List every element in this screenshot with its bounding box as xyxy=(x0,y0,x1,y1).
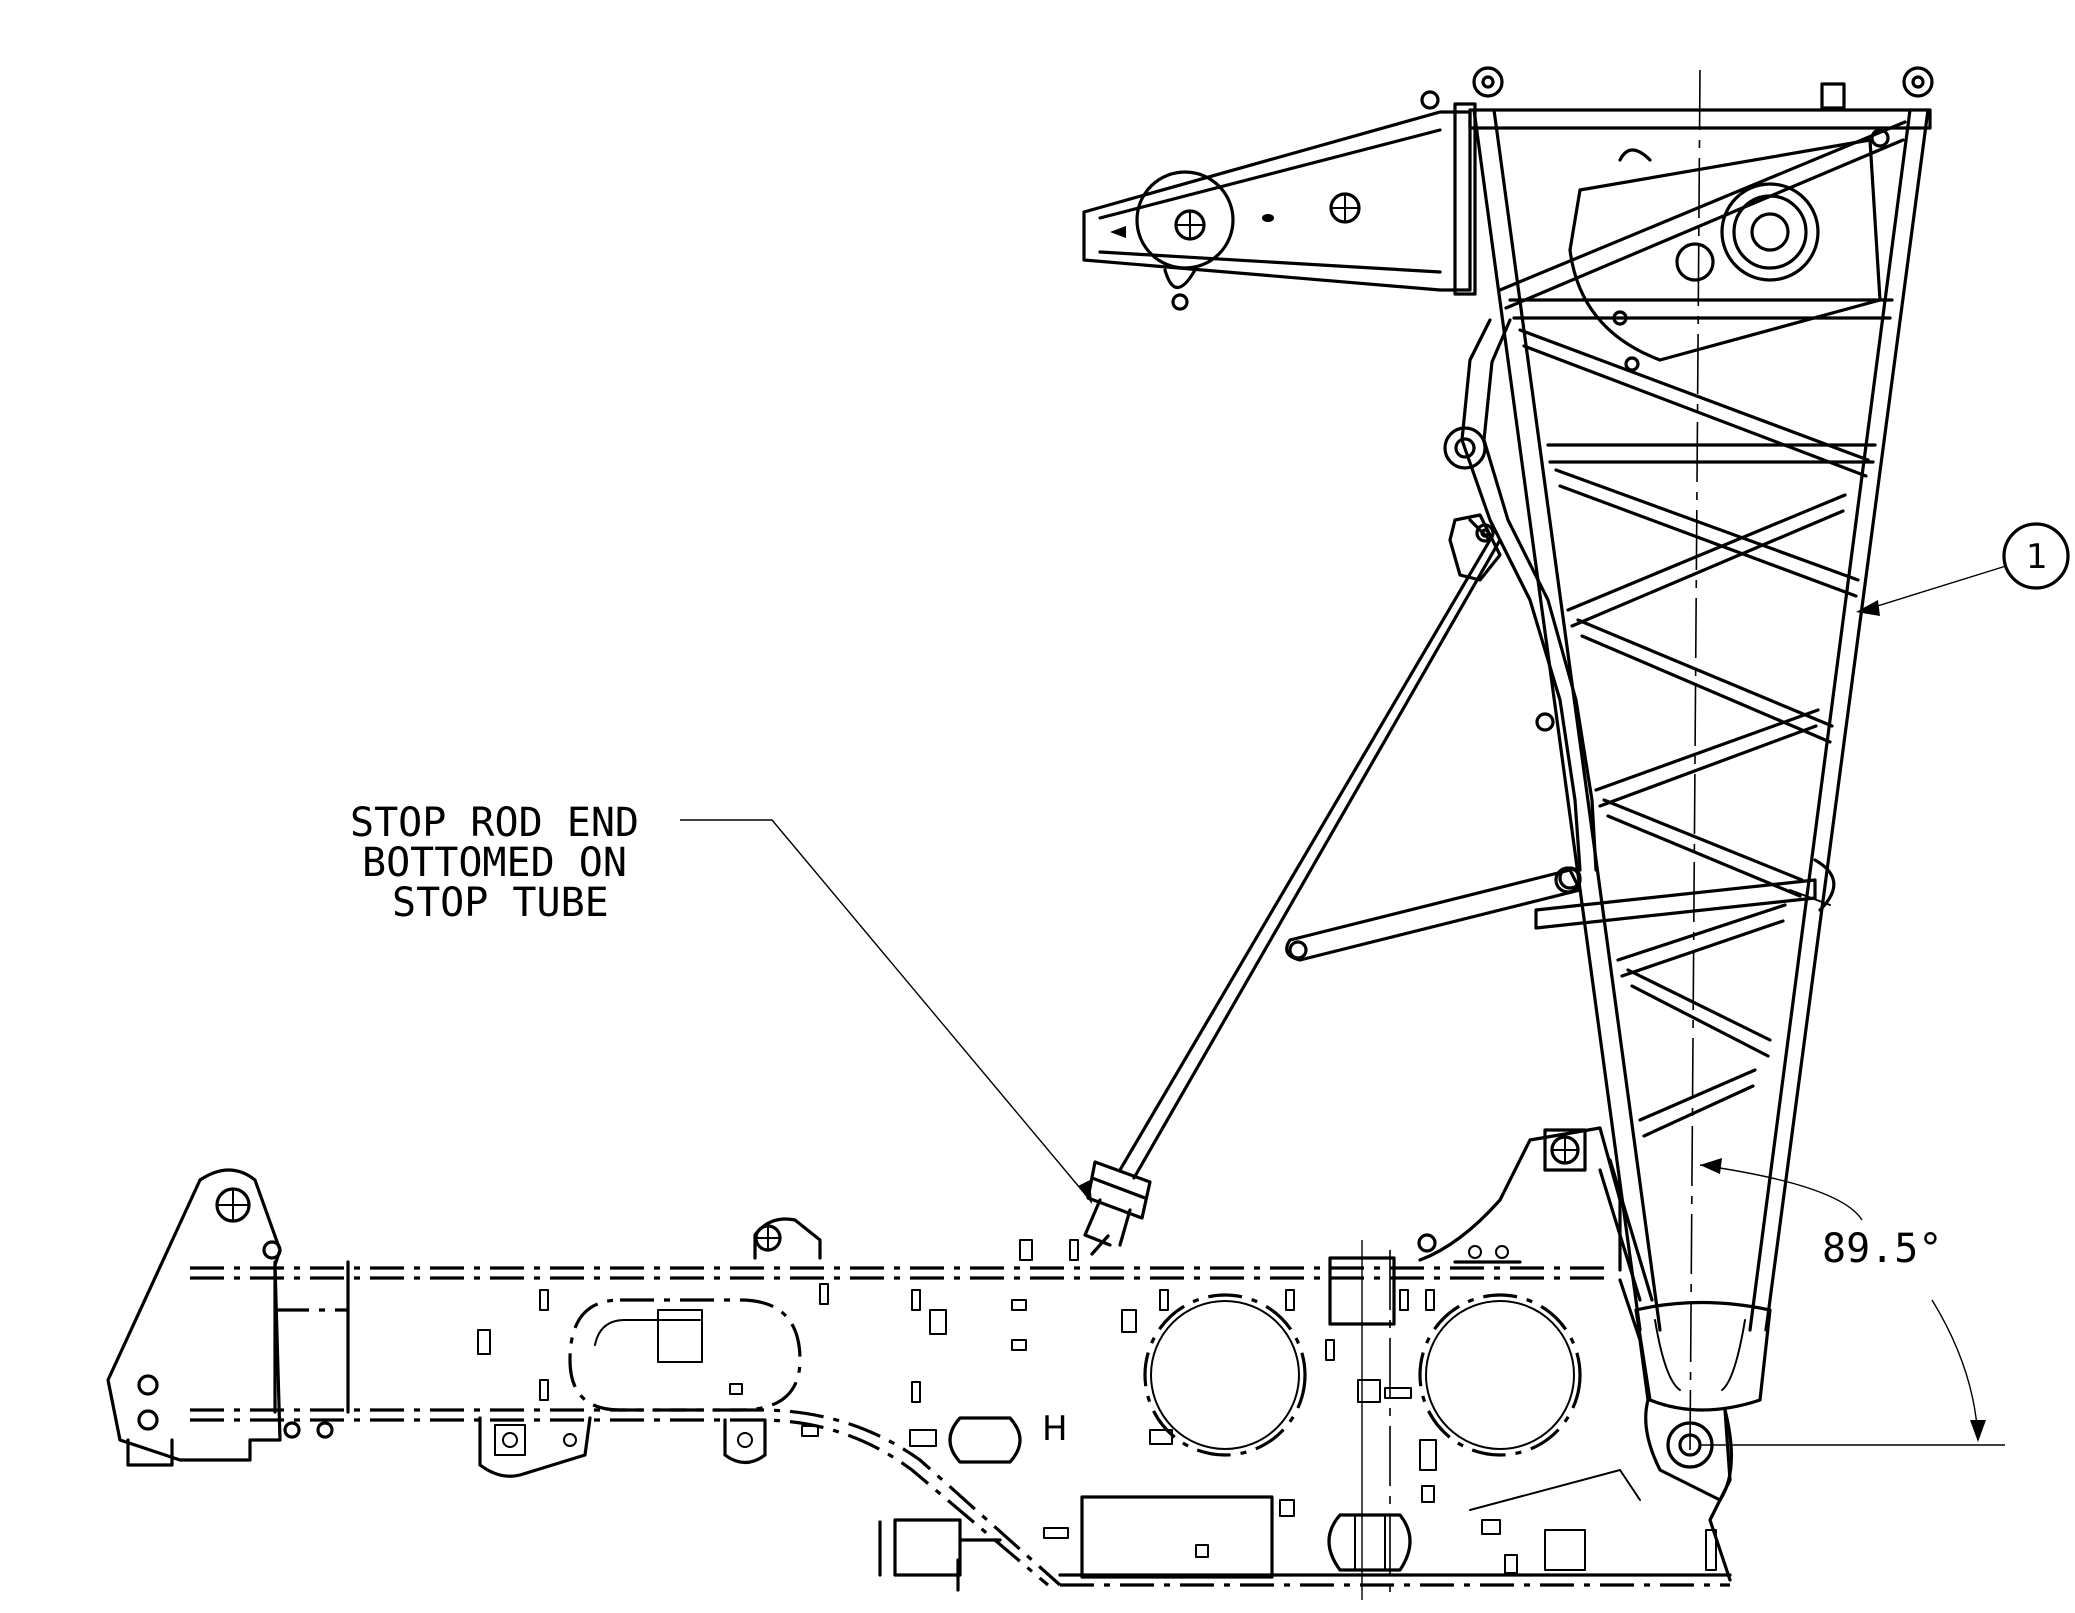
angle-label: 89.5° xyxy=(1822,1226,1942,1272)
angle-dimension: 89.5° xyxy=(1699,1158,2005,1446)
balloon-number: 1 xyxy=(2026,537,2048,577)
stop-rod-callout: STOP ROD END BOTTOMED ON STOP TUBE xyxy=(350,800,1092,1204)
callout-line-2: BOTTOMED ON xyxy=(362,840,627,886)
callout-line-3: STOP TUBE xyxy=(392,880,609,926)
upper-jib-arm xyxy=(1082,90,1477,311)
backstop-link xyxy=(1443,318,1598,890)
mast-stop-strut xyxy=(1083,513,1502,1256)
drum-assembly xyxy=(1568,138,1882,372)
item-balloon: 1 xyxy=(1856,522,2070,616)
svg-text:H: H xyxy=(1042,1409,1068,1449)
mast-lattice xyxy=(1468,66,1934,1502)
callout-line-1: STOP ROD END xyxy=(350,800,639,846)
centerlines xyxy=(1389,69,1701,1600)
lower-frame: H xyxy=(106,1126,1732,1600)
mid-strut xyxy=(1285,858,1836,962)
